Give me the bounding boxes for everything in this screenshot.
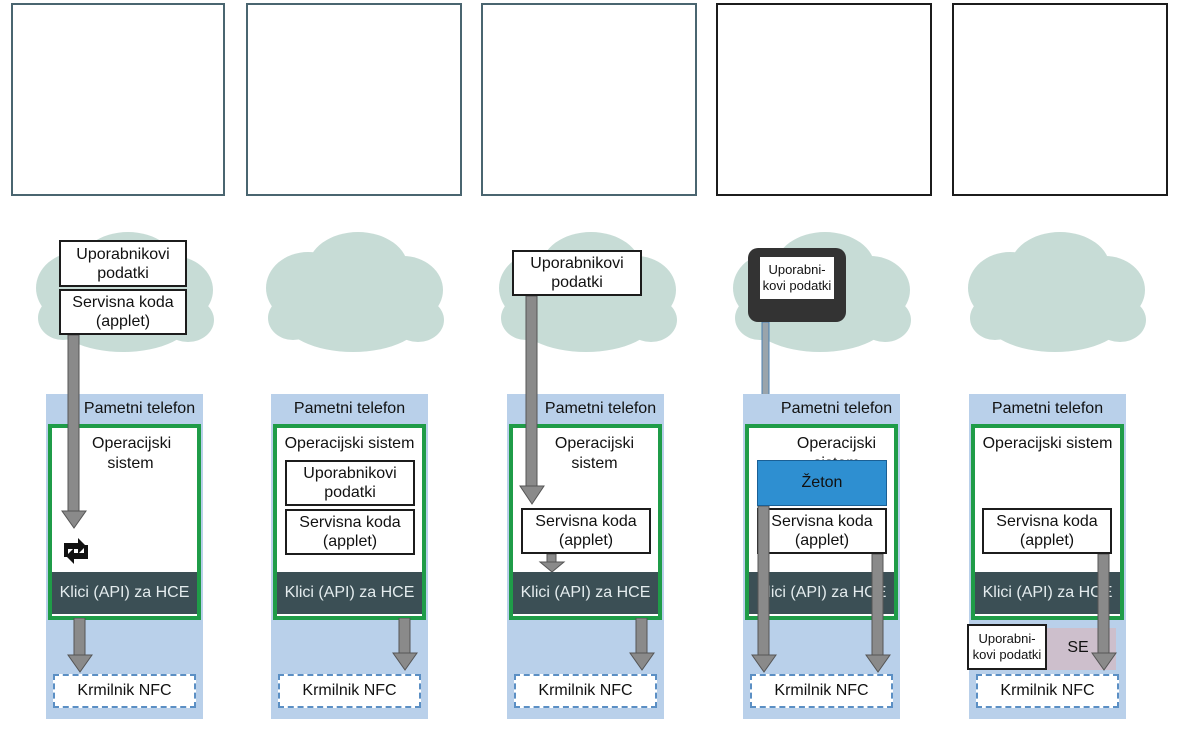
down-arrow: [629, 618, 655, 671]
hce-api: Klici (API) za HCE: [277, 572, 422, 614]
nfc-controller: Krmilnik NFC: [976, 674, 1119, 708]
down-arrow: [67, 618, 93, 673]
phone-label: Pametni telefon: [991, 400, 1104, 417]
nfc-controller: Krmilnik NFC: [514, 674, 657, 708]
nfc-controller: Krmilnik NFC: [53, 674, 196, 708]
service-code-box: Servisna koda (applet): [757, 508, 887, 554]
hce-api: Klici (API) za HCE: [52, 572, 197, 614]
cloud-icon: [266, 232, 444, 352]
scenario-panel-5: [952, 3, 1168, 196]
sync-icon: [64, 538, 88, 564]
short-arrow: [538, 554, 566, 573]
phone-label: Pametni telefon: [780, 400, 893, 417]
service-code-box: Servisna koda (applet): [59, 289, 187, 335]
phone-label: Pametni telefon: [293, 400, 406, 417]
user-data-box: Uporabni-kovi podatki: [967, 624, 1047, 670]
hce-api: Klici (API) za HCE: [513, 572, 658, 614]
user-data-box: Uporabnikovi podatki: [59, 240, 187, 287]
os-label: Operacijski sistem: [92, 435, 172, 472]
scenario-panel-3: [481, 3, 697, 196]
phone-label: Pametni telefon: [83, 400, 196, 417]
service-code-box: Servisna koda (applet): [982, 508, 1112, 554]
user-data-box: Uporabnikovi podatki: [285, 460, 415, 506]
hce-api: Klici (API) za HCE: [975, 572, 1120, 614]
phone-label: Pametni telefon: [544, 400, 657, 417]
down-arrow: [751, 506, 777, 673]
user-data-box: Uporabni-kovi podatki: [759, 256, 835, 300]
os-label: Operacijski sistem: [284, 435, 415, 452]
scenario-panel-2: [246, 3, 462, 196]
safe-icon: Uporabni-kovi podatki: [748, 248, 846, 322]
service-code-box: Servisna koda (applet): [285, 509, 415, 555]
os-label: Operacijski sistem: [554, 435, 635, 472]
download-arrow: [61, 335, 87, 529]
down-arrow: [1091, 554, 1117, 671]
down-arrow: [865, 554, 891, 673]
hce-api: Klici (API) za HCE: [749, 572, 894, 614]
nfc-controller: Krmilnik NFC: [278, 674, 421, 708]
cloud-icon: [968, 232, 1146, 352]
user-data-box: Uporabnikovi podatki: [512, 250, 642, 296]
scenario-panel-1: [11, 3, 225, 196]
nfc-controller: Krmilnik NFC: [750, 674, 893, 708]
down-arrow: [392, 618, 418, 671]
scenario-panel-4: [716, 3, 932, 196]
download-arrow: [519, 296, 545, 505]
os-label: Operacijski sistem: [982, 435, 1113, 452]
service-code-box: Servisna koda (applet): [521, 508, 651, 554]
token-box: Žeton: [757, 460, 887, 506]
